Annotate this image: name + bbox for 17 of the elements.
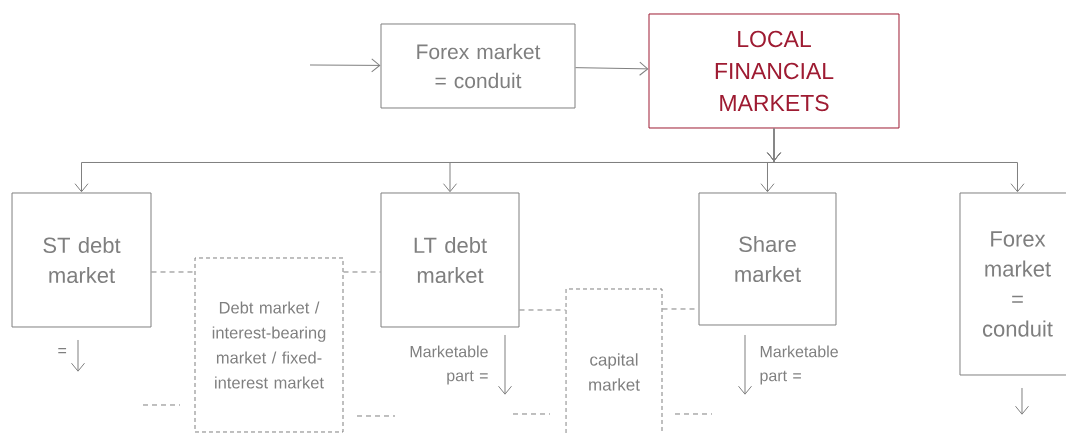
note-text: Marketable part =: [410, 345, 488, 385]
market-box: Share market: [698, 192, 837, 326]
market-box: LT debt market: [380, 192, 520, 328]
highlighted-box: LOCAL FINANCIAL MARKETS: [648, 13, 900, 129]
market-box: ST debt market: [11, 192, 152, 328]
arrow: [767, 128, 1025, 193]
market-box: Forex market = conduit: [959, 192, 1066, 376]
dashed-connector: [343, 271, 381, 273]
arrow: [309, 58, 381, 73]
dashed-connector: [519, 309, 566, 311]
market-box: Forex market = conduit: [380, 23, 576, 109]
note-text: =: [58, 348, 67, 354]
arrow: [575, 61, 649, 76]
dashed-connector: [151, 271, 195, 273]
dashed-box: capital market: [565, 288, 663, 433]
dashed-box: Debt market / interest-bearing market / fixed-interest market: [194, 257, 344, 433]
note-text: Marketable part =: [760, 345, 838, 385]
